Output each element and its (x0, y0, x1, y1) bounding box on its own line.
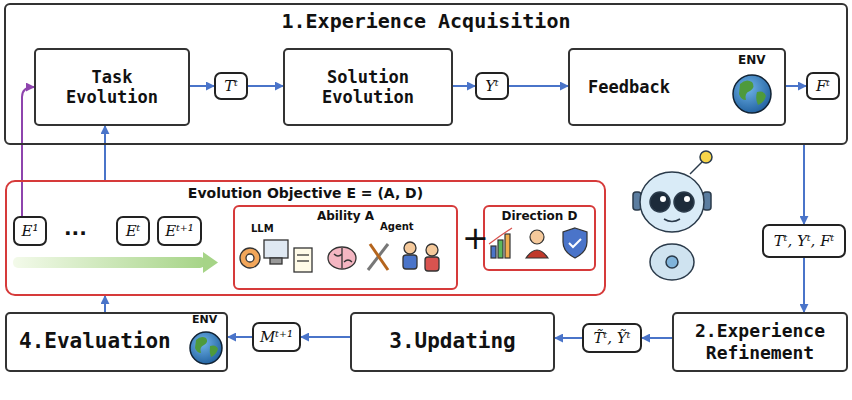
node-text: Task Evolution (50, 67, 174, 108)
process-box: Task Evolution (34, 48, 190, 126)
variable-box: Mᵗ⁺¹ (252, 322, 301, 352)
node-text: Eᵗ⁺¹ (165, 222, 194, 240)
flow-arrow (803, 145, 805, 224)
node-text: T̃ᵗ, Ỹᵗ (594, 329, 631, 347)
direction-icons (489, 228, 587, 258)
flow-arrow (104, 126, 106, 180)
node-text: 3.Updating (389, 329, 515, 354)
flow-arrow (803, 258, 805, 312)
flow-arrow (555, 337, 582, 339)
env-tag: ENV (192, 314, 217, 325)
plus-sign: + (462, 222, 489, 254)
ability-icons (240, 240, 439, 272)
node-text: Tᵗ, Yᵗ, Fᵗ (774, 232, 834, 250)
node-text: 1.Experience Acquisition (282, 9, 571, 33)
node-text: 4.Evaluation (19, 329, 171, 354)
flow-arrow (509, 85, 568, 87)
flow-arrow (228, 336, 252, 338)
node-text: 2.Experience Refinement (685, 320, 835, 363)
ellipsis: ... (64, 218, 87, 238)
variable-box: Eᵗ⁺¹ (157, 216, 202, 246)
node-text: E¹ (22, 222, 39, 240)
flow-arrow (642, 337, 672, 339)
flow-arrow (22, 87, 34, 216)
flow-arrow (190, 85, 214, 87)
node-text: Direction D (501, 209, 577, 223)
icon-caption: LLM (251, 224, 274, 234)
objective-part: Ability A (233, 205, 458, 290)
globe-icon (190, 332, 222, 364)
node-text: Solution Evolution (306, 67, 430, 108)
variable-box: E¹ (13, 216, 47, 246)
variable-box: Eᵗ (116, 216, 150, 246)
progress-arrow (13, 252, 218, 273)
variable-box: Tᵗ (214, 72, 248, 100)
flow-arrow (453, 85, 475, 87)
objective-panel: Evolution Objective E = (A, D) E¹ Eᵗ Eᵗ⁺¹ Ab… (5, 180, 606, 296)
node-text: Eᵗ (126, 222, 141, 240)
robot-illustration (633, 151, 712, 280)
node-text: Ability A (317, 209, 374, 223)
node-text: Evolution Objective E = (A, D) (188, 185, 423, 202)
stage-box: 3.Updating (350, 312, 555, 372)
icon-caption: Agent (380, 222, 414, 232)
flow-arrow (301, 336, 350, 338)
node-text: Feedback (588, 77, 670, 97)
objective-part: Direction D (483, 205, 596, 271)
variable-box: Fᵗ (806, 72, 840, 100)
node-text: Tᵗ (224, 77, 238, 95)
flow-arrow (786, 85, 806, 87)
node-text: Yᵗ (485, 77, 499, 95)
stage-panel: 1.Experience AcquisitionTask Evolution Tᵗ… (4, 3, 848, 145)
node-text: Fᵗ (816, 77, 830, 95)
flow-arrow (104, 296, 106, 312)
env-tag: ENV (738, 54, 766, 66)
flow-arrow (248, 85, 283, 87)
variable-box: Yᵗ (475, 72, 509, 100)
stage-box: 2.Experience Refinement (672, 312, 848, 372)
process-box: Solution Evolution (283, 48, 453, 126)
globe-icon (733, 75, 771, 113)
variable-box: T̃ᵗ, Ỹᵗ (582, 323, 642, 353)
variable-box: Tᵗ, Yᵗ, Fᵗ (762, 224, 846, 258)
node-text: Mᵗ⁺¹ (260, 328, 293, 346)
